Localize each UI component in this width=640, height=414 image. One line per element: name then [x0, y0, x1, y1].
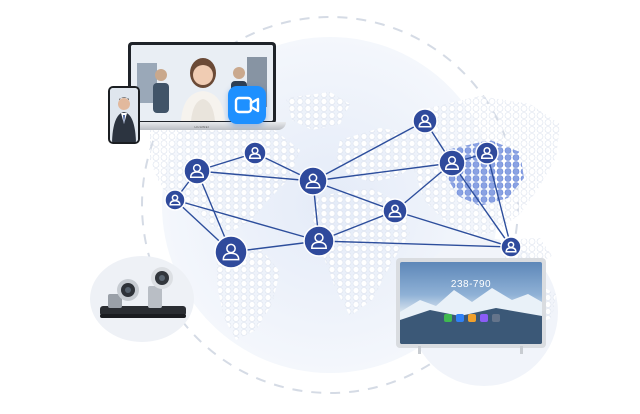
phone-video-view	[110, 88, 138, 142]
user-node[interactable]	[438, 149, 466, 177]
board-app-icon[interactable]	[480, 314, 488, 322]
network-link	[318, 240, 512, 248]
network-link	[196, 170, 314, 182]
network-link	[451, 162, 512, 248]
board-app-icon[interactable]	[456, 314, 464, 322]
user-icon	[169, 194, 181, 206]
board-meeting-id: 238-790	[450, 279, 492, 290]
smartphone-device	[108, 86, 140, 144]
user-icon	[190, 164, 204, 178]
user-icon	[445, 156, 459, 170]
user-icon	[248, 146, 262, 160]
phone-participant-illustration	[110, 88, 138, 142]
board-stand-leg	[418, 346, 421, 354]
board-screen: 238-790	[400, 262, 542, 344]
user-node[interactable]	[500, 236, 522, 258]
board-app-bar	[444, 314, 500, 324]
board-stand-leg	[520, 346, 523, 354]
user-node[interactable]	[214, 235, 248, 269]
mountain-wallpaper	[400, 288, 542, 344]
user-icon	[418, 114, 432, 128]
board-app-icon[interactable]	[492, 314, 500, 322]
network-nodes	[164, 108, 522, 269]
user-node[interactable]	[298, 166, 328, 196]
user-icon	[222, 243, 240, 261]
user-icon	[305, 173, 321, 189]
user-icon	[388, 204, 402, 218]
network-link	[174, 199, 320, 242]
board-app-icon[interactable]	[444, 314, 452, 322]
meeting-app-button[interactable]	[228, 86, 266, 124]
map-highlight-region	[446, 140, 524, 206]
user-node[interactable]	[382, 198, 408, 224]
laptop-brand-label: HUAWEI	[194, 125, 210, 129]
user-node[interactable]	[412, 108, 438, 134]
network-link	[312, 120, 426, 182]
network-link	[486, 152, 512, 248]
user-node[interactable]	[164, 189, 186, 211]
user-icon	[311, 233, 327, 249]
board-app-icon[interactable]	[468, 314, 476, 322]
user-node[interactable]	[475, 141, 499, 165]
user-node[interactable]	[183, 157, 211, 185]
user-node[interactable]	[303, 225, 335, 257]
map-europe	[336, 128, 420, 182]
map-africa	[310, 188, 410, 316]
network-link	[312, 162, 453, 182]
smart-board-device: 238-790	[396, 258, 546, 354]
camera-illustration	[100, 267, 186, 318]
user-node[interactable]	[243, 141, 267, 165]
network-link	[394, 210, 512, 248]
user-icon	[505, 241, 517, 253]
conference-camera-device	[90, 256, 194, 342]
user-icon	[480, 146, 494, 160]
map-greenland	[286, 92, 350, 130]
laptop-base: HUAWEI	[118, 122, 286, 130]
video-camera-icon	[234, 96, 260, 114]
